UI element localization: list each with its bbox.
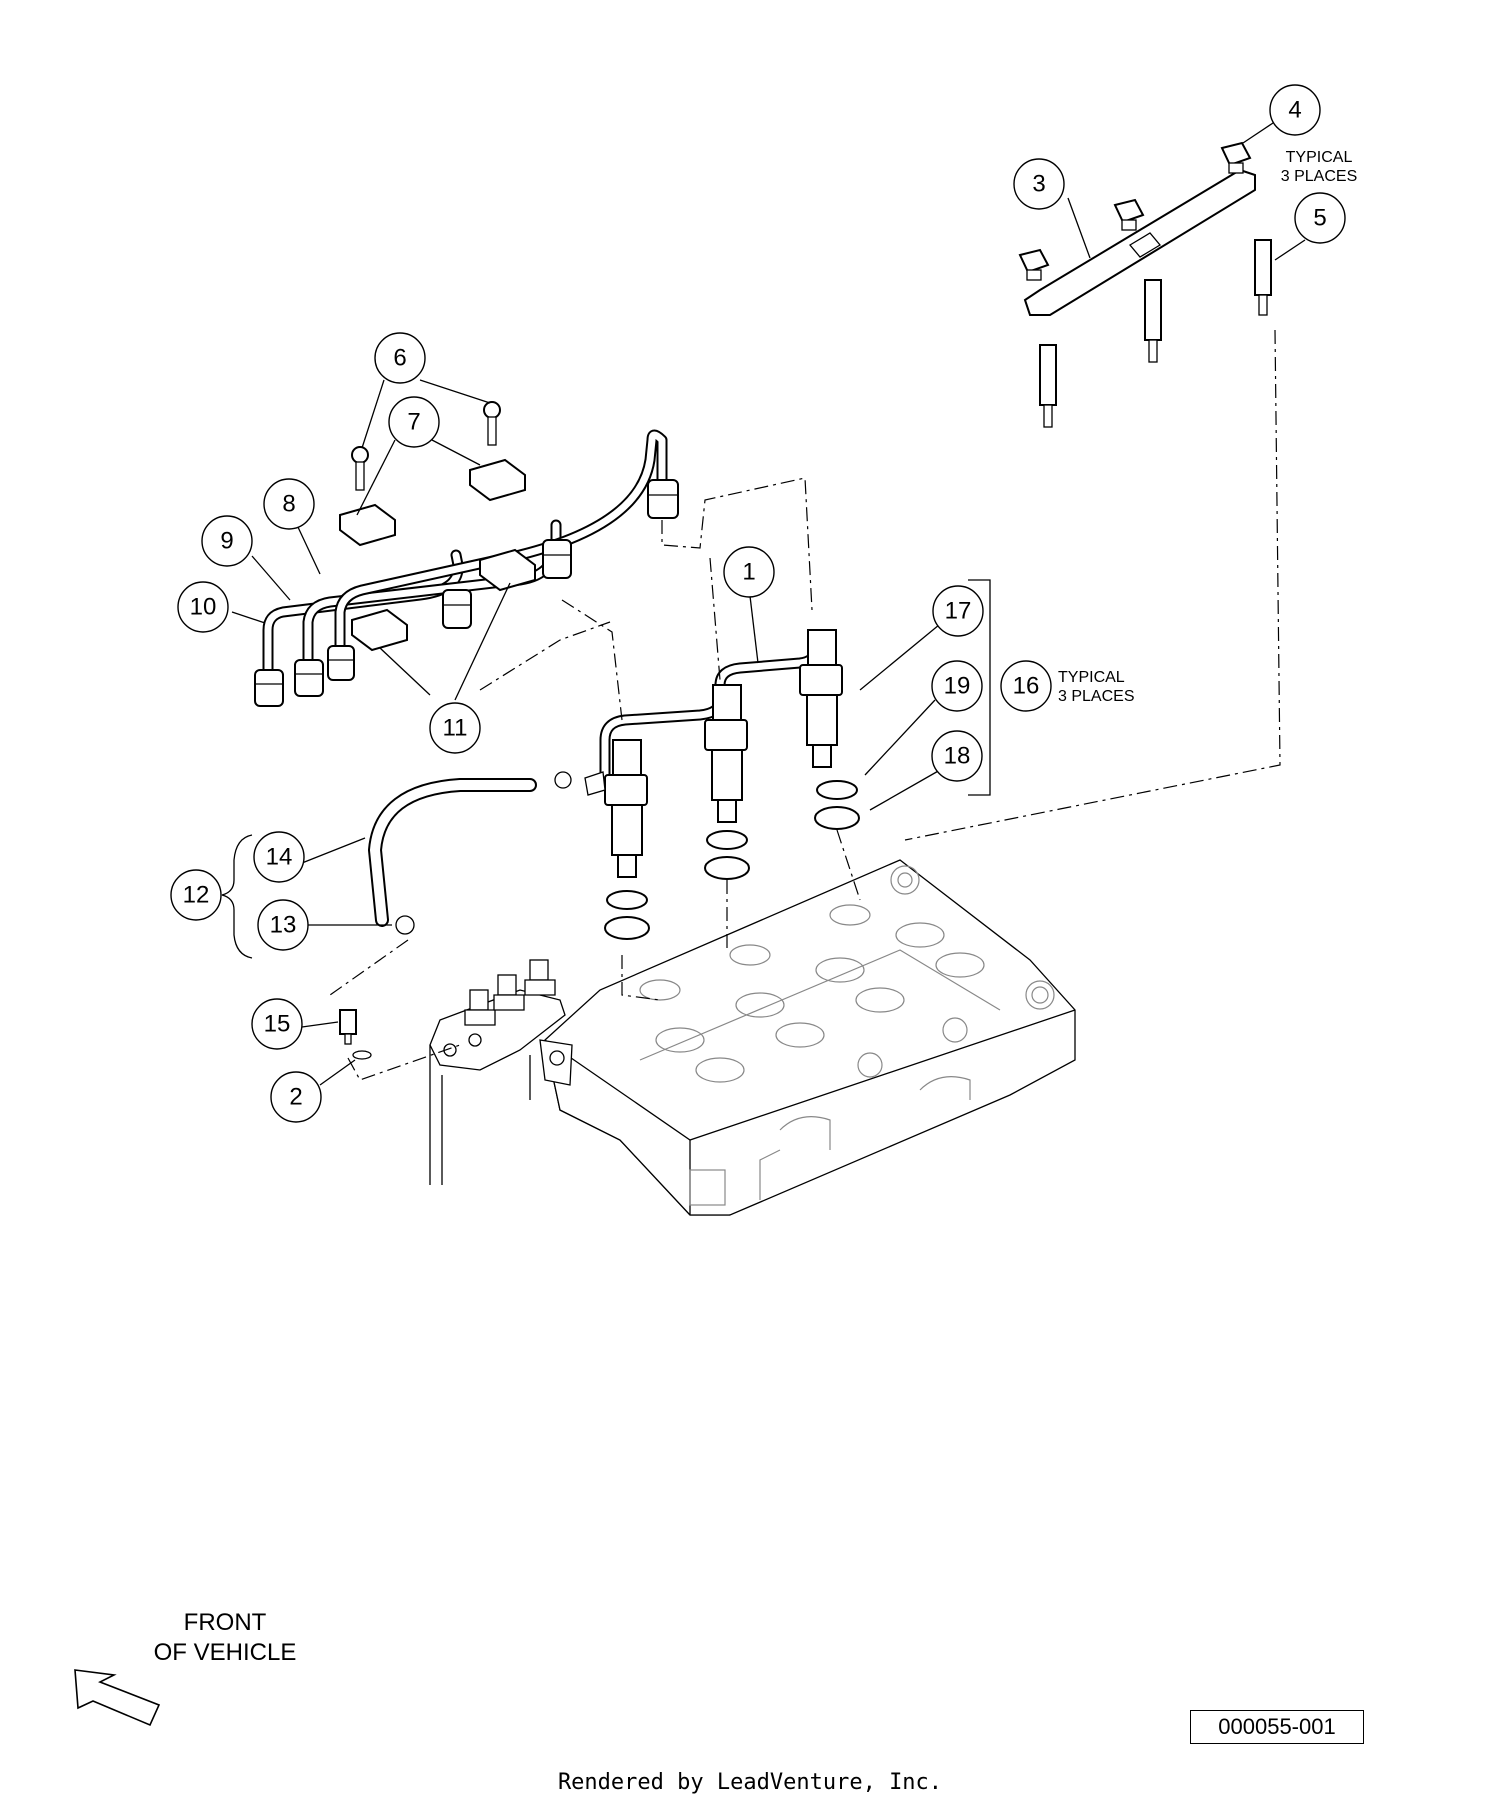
- bleeder-screw: [339, 1009, 372, 1060]
- assembly-lines: [329, 329, 1281, 1081]
- glow-plug: [1039, 344, 1057, 428]
- clamp-bolt-set: [351, 401, 501, 491]
- front-of-vehicle-label: FRONT OF VEHICLE: [130, 1608, 320, 1668]
- callout-3[interactable]: 3: [1013, 158, 1065, 210]
- svg-text:19: 19: [944, 673, 971, 700]
- callout-6[interactable]: 6: [374, 332, 426, 384]
- callout-1[interactable]: 1: [723, 546, 775, 598]
- svg-text:18: 18: [944, 743, 971, 770]
- svg-text:2: 2: [289, 1084, 302, 1111]
- callout-10[interactable]: 10: [177, 581, 229, 633]
- pipe-nut: [542, 539, 572, 579]
- svg-text:10: 10: [190, 594, 217, 621]
- callout-4[interactable]: 4: [1269, 84, 1321, 136]
- injector-note-text: TYPICAL 3 PLACES: [1058, 669, 1135, 705]
- pipe-clamp-set: [339, 458, 536, 652]
- fuel-injector-set: [599, 629, 843, 878]
- glow-plug-nut: [1113, 198, 1145, 231]
- callout-12[interactable]: 12: [170, 869, 222, 921]
- callout-11[interactable]: 11: [429, 702, 481, 754]
- cylinder-head: [539, 859, 1076, 1216]
- callout-15[interactable]: 15: [251, 998, 303, 1050]
- group-brace-16: [968, 579, 991, 796]
- svg-text:15: 15: [264, 1011, 291, 1038]
- pipe-nut: [442, 589, 472, 629]
- callout-7[interactable]: 7: [388, 396, 440, 448]
- glow-plug-typical-note: TYPICAL 3 PLACES: [1260, 148, 1378, 186]
- svg-text:9: 9: [220, 528, 233, 555]
- callout-5[interactable]: 5: [1294, 192, 1346, 244]
- svg-text:17: 17: [945, 598, 972, 625]
- callout-14[interactable]: 14: [253, 831, 305, 883]
- svg-text:3: 3: [1032, 171, 1045, 198]
- glow-plug-note-text: TYPICAL 3 PLACES: [1280, 149, 1358, 185]
- callout-8[interactable]: 8: [263, 478, 315, 530]
- footer-credit: Rendered by LeadVenture, Inc.: [557, 1770, 943, 1795]
- group-brace-12: [221, 834, 253, 959]
- callout-13[interactable]: 13: [257, 899, 309, 951]
- figure-id-box: 000055-001: [1190, 1710, 1364, 1744]
- glow-plug-nut: [1220, 141, 1252, 174]
- glow-plug: [1254, 239, 1272, 316]
- svg-text:5: 5: [1313, 205, 1326, 232]
- front-of-vehicle-text: FRONT OF VEHICLE: [153, 1609, 297, 1666]
- svg-text:12: 12: [183, 882, 210, 909]
- callout-17[interactable]: 17: [932, 585, 984, 637]
- injector-washer-set: [604, 780, 860, 940]
- svg-text:1: 1: [742, 559, 755, 586]
- glow-plug-nut: [1018, 248, 1050, 281]
- leader-lines: [231, 122, 1306, 1086]
- svg-text:16: 16: [1013, 673, 1040, 700]
- pipe-nut: [254, 669, 284, 707]
- svg-text:4: 4: [1288, 97, 1301, 124]
- arrow-left-down-icon: [74, 1669, 161, 1727]
- callout-18[interactable]: 18: [931, 730, 983, 782]
- callout-2[interactable]: 2: [270, 1071, 322, 1123]
- glow-plug-assembly: [1018, 141, 1272, 428]
- svg-text:14: 14: [266, 844, 293, 871]
- callout-19[interactable]: 19: [931, 660, 983, 712]
- fuel-return-hose: [368, 771, 606, 935]
- svg-text:7: 7: [407, 409, 420, 436]
- svg-text:8: 8: [282, 491, 295, 518]
- svg-text:13: 13: [270, 912, 297, 939]
- svg-text:6: 6: [393, 345, 406, 372]
- pipe-nut: [294, 659, 324, 697]
- callout-9[interactable]: 9: [201, 515, 253, 567]
- injection-pump: [429, 959, 566, 1185]
- pipe-nut: [327, 645, 355, 681]
- svg-text:11: 11: [443, 715, 468, 742]
- glow-plug: [1144, 279, 1162, 363]
- injector-typical-note: TYPICAL 3 PLACES: [1058, 668, 1176, 706]
- callout-16[interactable]: 16: [1000, 660, 1052, 712]
- pipe-nut: [647, 479, 679, 519]
